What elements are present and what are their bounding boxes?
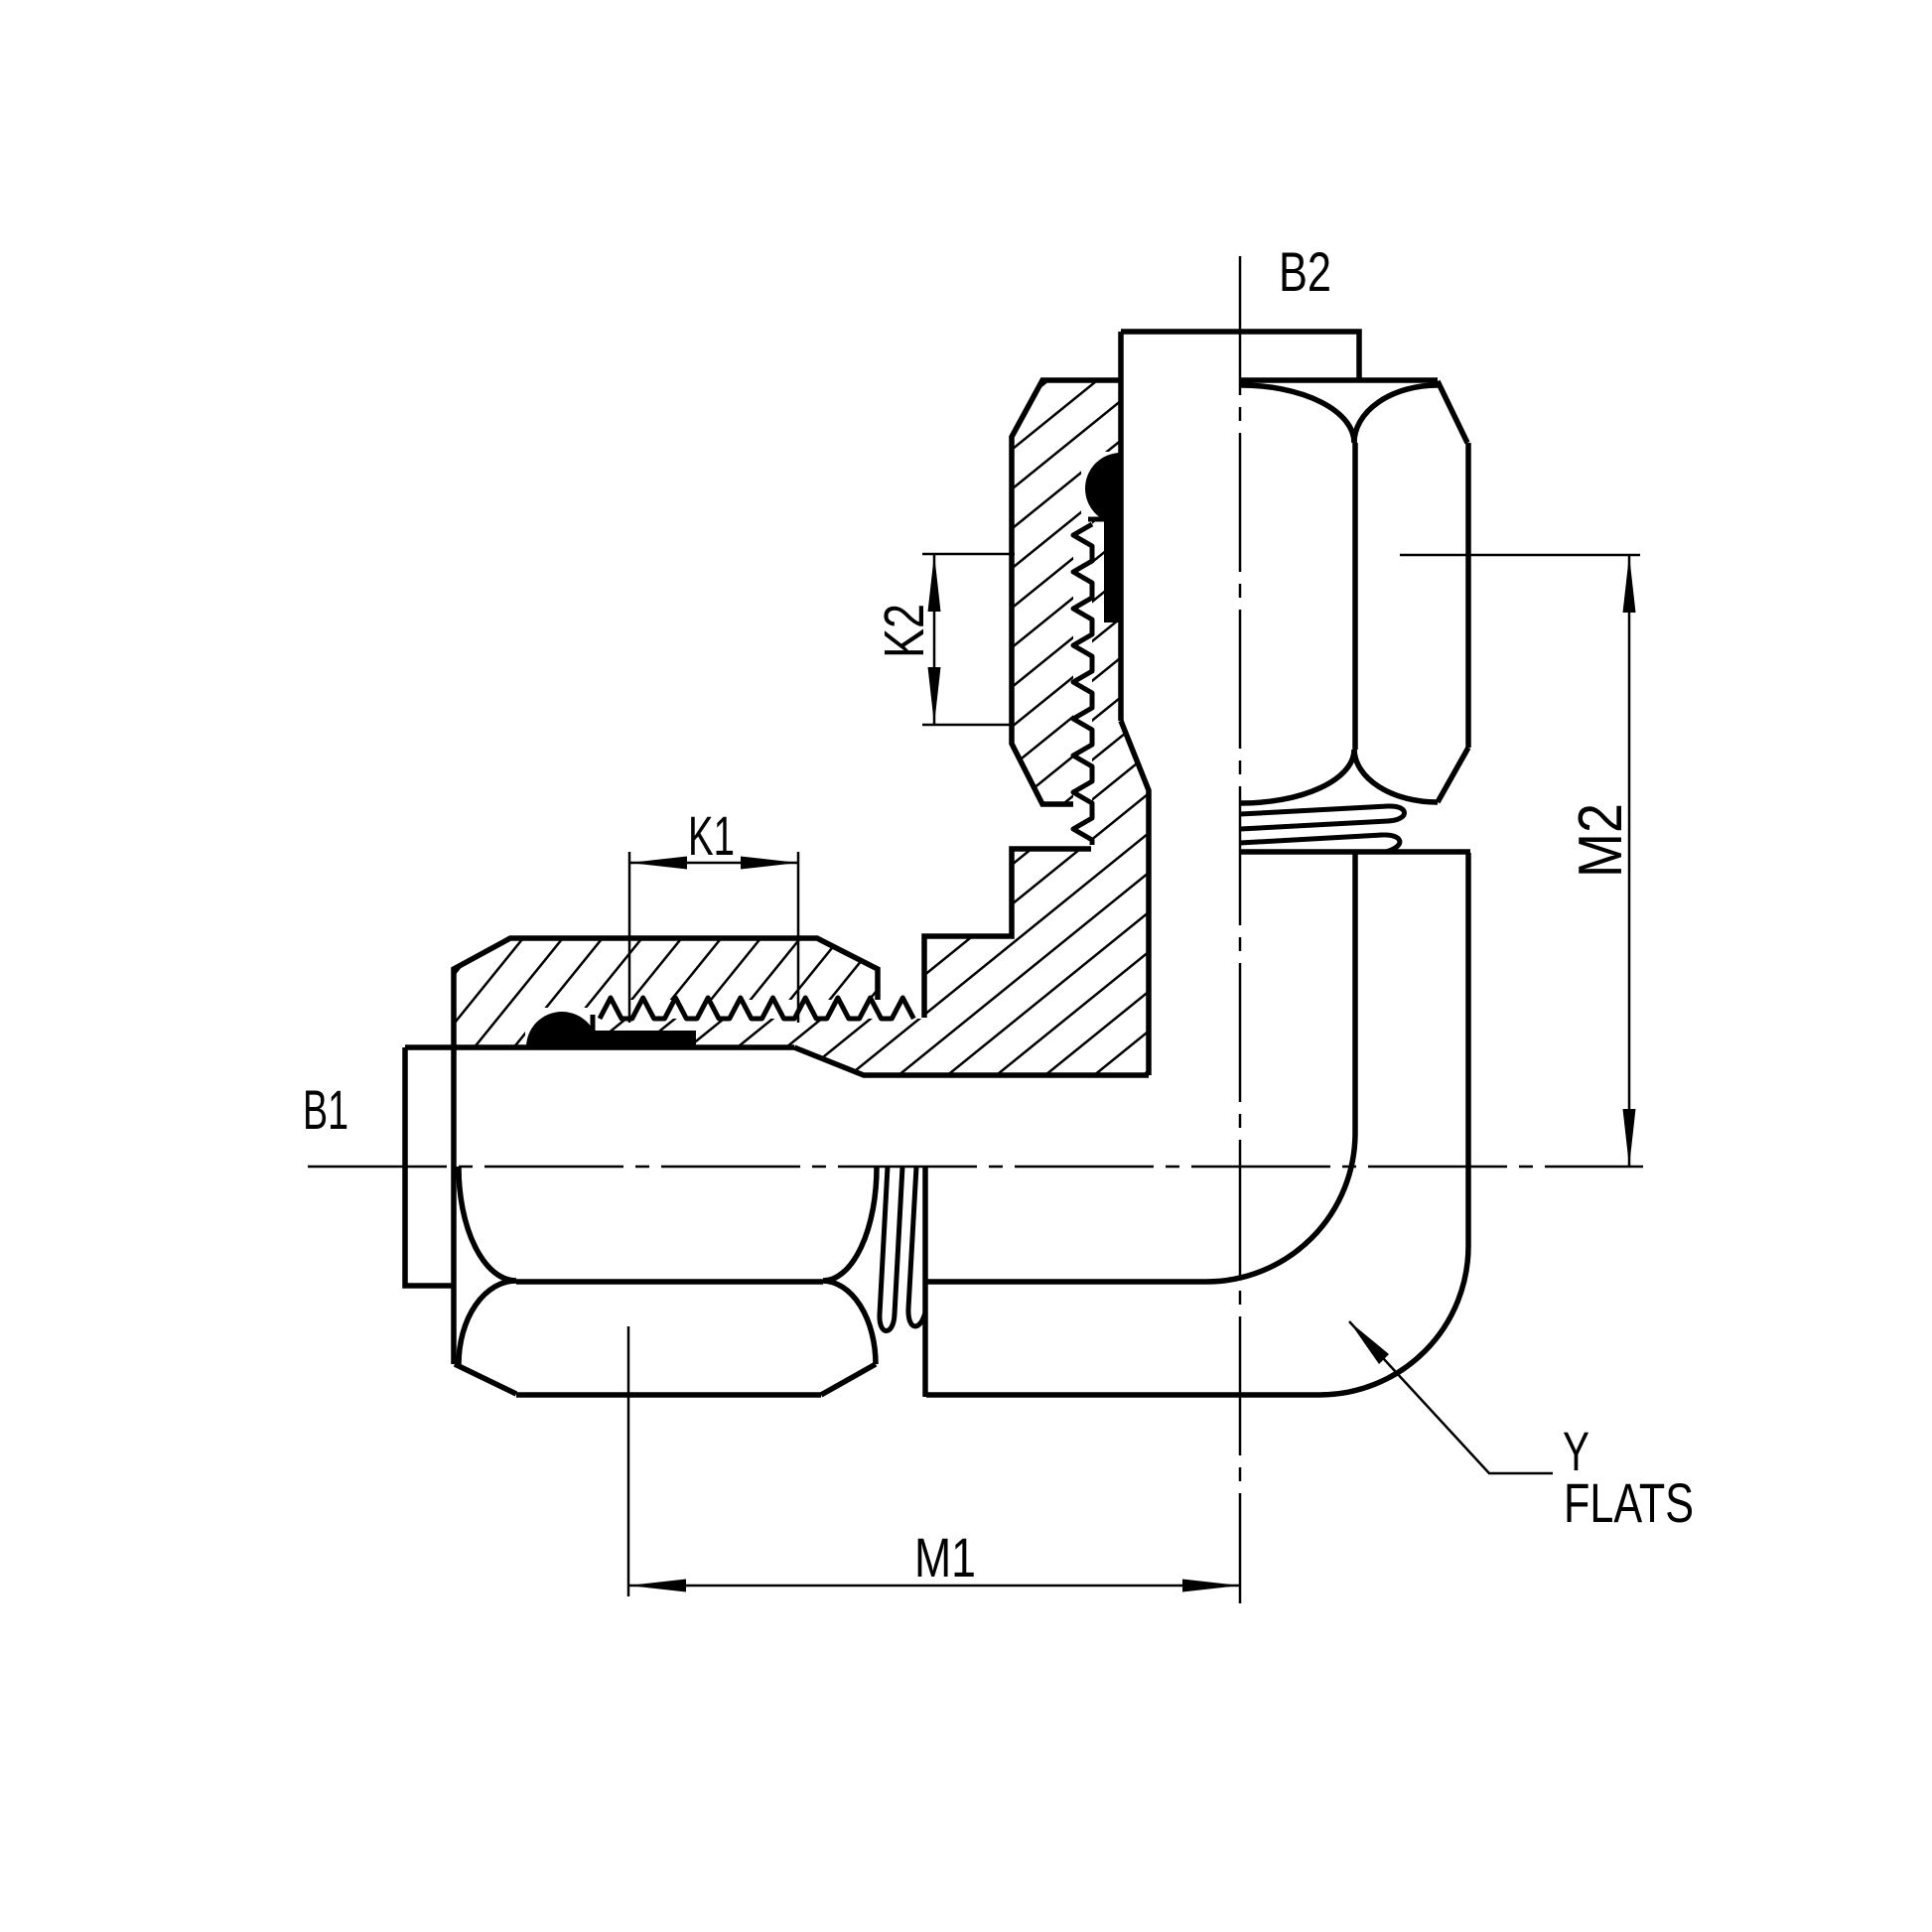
svg-text:Y: Y [1563,1420,1589,1482]
svg-text:K1: K1 [688,804,735,867]
svg-text:B2: B2 [1279,240,1331,303]
svg-text:M1: M1 [914,1526,976,1588]
svg-text:B1: B1 [303,1078,348,1141]
svg-text:M2: M2 [1567,803,1635,878]
svg-text:K2: K2 [873,604,936,658]
svg-text:FLATS: FLATS [1564,1471,1694,1534]
